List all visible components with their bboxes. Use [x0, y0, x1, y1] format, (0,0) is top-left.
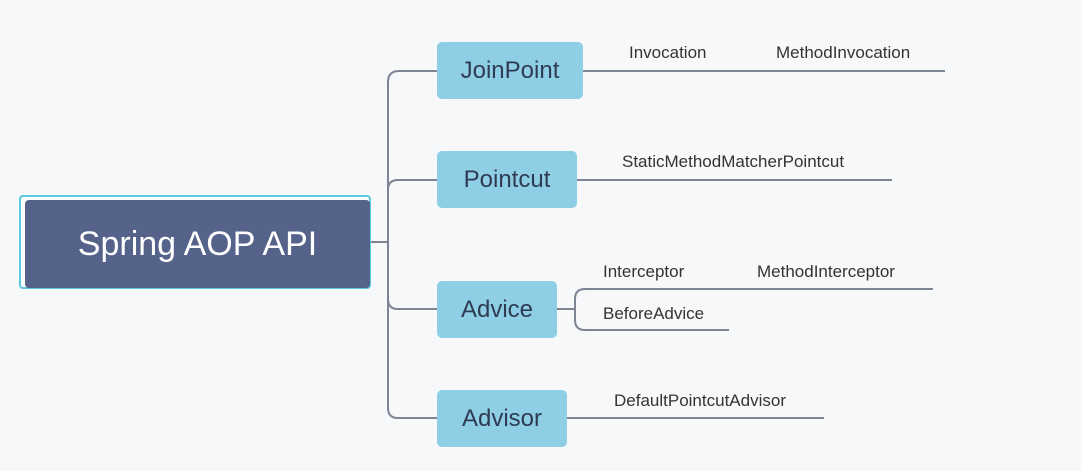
leaf-static-method-matcher-pointcut[interactable]: StaticMethodMatcherPointcut [622, 152, 845, 171]
spine-connector-advisor [387, 299, 438, 419]
branch-node-advisor[interactable]: Advisor [437, 390, 567, 447]
spine-connector-pointcut [387, 179, 438, 191]
leaf-default-pointcut-advisor[interactable]: DefaultPointcutAdvisor [614, 391, 786, 410]
advice-leaf-line-interceptor [574, 288, 933, 309]
spine-connector-advice [387, 242, 438, 310]
advice-leaf-line-beforeadvice [574, 309, 729, 331]
leaf-invocation[interactable]: Invocation [629, 43, 707, 62]
spine-connector-joinpoint [387, 70, 438, 242]
leaf-before-advice[interactable]: BeforeAdvice [603, 304, 705, 323]
leaf-method-interceptor[interactable]: MethodInterceptor [757, 262, 895, 281]
branch-node-joinpoint[interactable]: JoinPoint [437, 42, 583, 99]
branch-node-pointcut[interactable]: Pointcut [437, 151, 577, 208]
branch-node-advice[interactable]: Advice [437, 281, 557, 338]
leaf-interceptor[interactable]: Interceptor [603, 262, 685, 281]
root-node[interactable]: Spring AOP API [25, 200, 370, 288]
leaf-method-invocation[interactable]: MethodInvocation [776, 43, 911, 62]
